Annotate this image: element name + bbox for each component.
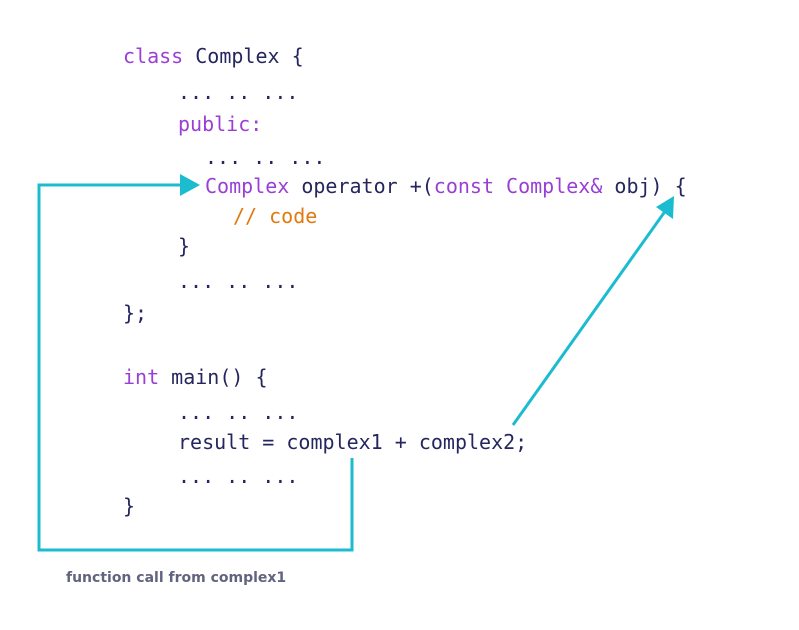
- diagram-caption: function call from complex1: [66, 570, 287, 586]
- result-statement: result = complex1 + complex2;: [178, 430, 528, 454]
- argument-arrow-head: [656, 196, 674, 219]
- main-signature: main() {: [159, 365, 268, 389]
- operator-declaration: Complex operator +(const Complex& obj) {: [205, 173, 687, 199]
- ellipsis-line: ... .. ...: [178, 80, 299, 104]
- param-rest: obj) {: [602, 174, 687, 198]
- operator-close-brace: }: [178, 234, 191, 258]
- call-arrow-head: [180, 174, 200, 196]
- ellipsis-line: ... .. ...: [178, 400, 299, 424]
- code-comment: // code: [233, 204, 318, 228]
- operator-name: operator +(: [289, 174, 434, 198]
- class-name: Complex {: [183, 44, 304, 68]
- return-type: Complex: [205, 174, 290, 198]
- param-type: Complex&: [494, 174, 603, 198]
- ellipsis-line: ... .. ...: [178, 269, 299, 293]
- const-keyword: const: [433, 174, 495, 198]
- ellipsis-line: ... .. ...: [178, 464, 299, 488]
- class-keyword: class: [123, 44, 184, 68]
- public-label: public:: [178, 112, 263, 136]
- call-arrow-line: [37, 183, 354, 552]
- int-keyword: int: [123, 365, 160, 389]
- class-declaration: class Complex {: [123, 43, 304, 69]
- main-declaration: int main() {: [123, 364, 268, 390]
- ellipsis-line: ... .. ...: [205, 145, 326, 169]
- main-close-brace: }: [123, 494, 136, 518]
- class-end: };: [123, 301, 148, 325]
- argument-arrow-line: [511, 209, 668, 426]
